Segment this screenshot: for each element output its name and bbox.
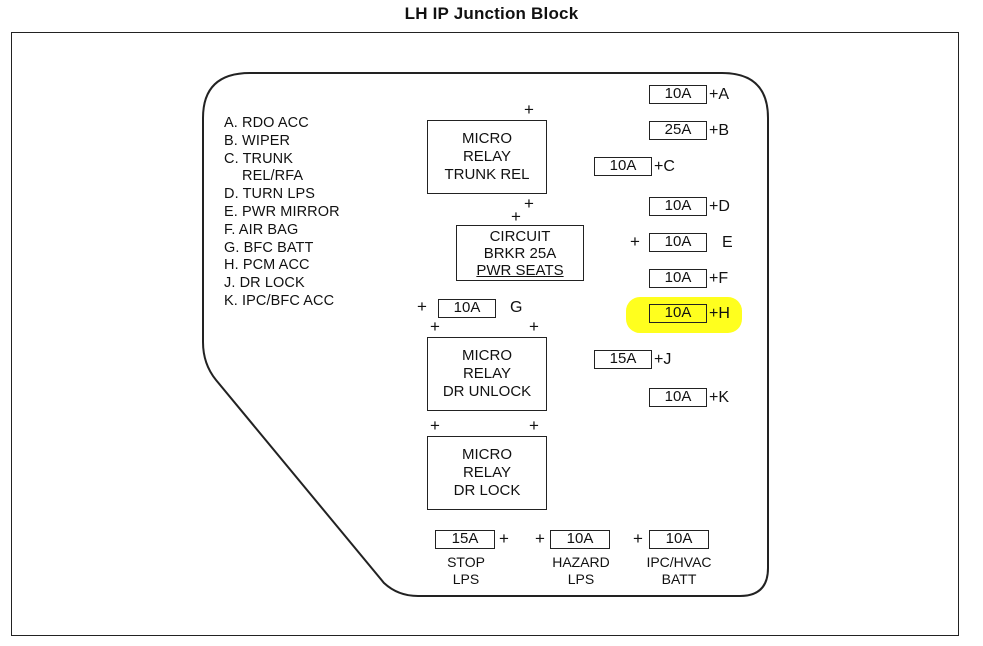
caption-line: LPS <box>452 571 480 587</box>
relay-label-line: MICRO <box>462 130 512 147</box>
fuse-f: 10A <box>649 269 707 288</box>
diagram-title: LH IP Junction Block <box>404 4 579 23</box>
fuse-h-label: +H <box>709 305 730 322</box>
legend-item: C. TRUNK <box>224 150 294 167</box>
fuse-j-label: +J <box>654 351 672 368</box>
breaker-label-line: PWR SEATS <box>476 261 564 279</box>
legend-item: B. WIPER <box>224 132 291 149</box>
fuse-d: 10A <box>649 197 707 216</box>
legend-item: REL/RFA <box>242 168 304 185</box>
fuse-f-label: +F <box>709 270 729 287</box>
polarity-mark: + <box>529 317 539 336</box>
polarity-mark: + <box>430 416 440 435</box>
breaker-label-line: BRKR 25A <box>483 244 557 262</box>
relay-label-line: DR UNLOCK <box>442 383 532 400</box>
polarity-mark: + <box>499 529 509 548</box>
fuse-c: 10A <box>594 157 652 176</box>
stop-lps-caption: STOP LPS <box>430 554 502 588</box>
caption-line: BATT <box>661 571 697 587</box>
relay-label-line: DR LOCK <box>453 482 521 499</box>
legend-item: A. RDO ACC <box>224 115 309 131</box>
relay-label-line: RELAY <box>462 464 512 481</box>
caption-line: IPC/HVAC <box>646 554 712 570</box>
fuse-e: 10A <box>649 233 707 252</box>
fuse-h: 10A <box>649 304 707 323</box>
relay-label-line: MICRO <box>462 347 512 364</box>
fuse-g-label: G <box>510 299 523 316</box>
hazard-lps-caption: HAZARD LPS <box>540 554 622 588</box>
micro-relay-dr-unlock: MICRO RELAY DR UNLOCK <box>427 337 547 411</box>
legend-item: F. AIR BAG <box>224 221 299 238</box>
fuse-b: 25A <box>649 121 707 140</box>
fuse-stop-lps: 15A <box>435 530 495 549</box>
micro-relay-trunk-rel: MICRO RELAY TRUNK REL <box>427 120 547 194</box>
circuit-legend: A. RDO ACC B. WIPER C. TRUNK REL/RFA D. … <box>224 115 340 311</box>
polarity-mark: + <box>630 232 640 251</box>
polarity-mark: + <box>524 100 534 119</box>
relay-label-line: MICRO <box>462 446 512 463</box>
caption-line: STOP <box>447 554 485 570</box>
caption-line: HAZARD <box>552 554 610 570</box>
polarity-mark: + <box>529 416 539 435</box>
polarity-mark: + <box>430 317 440 336</box>
polarity-mark: + <box>417 297 427 316</box>
legend-item: G. BFC BATT <box>224 239 314 256</box>
legend-item: D. TURN LPS <box>224 186 316 203</box>
fuse-k-label: +K <box>709 389 730 406</box>
legend-item: J. DR LOCK <box>224 275 305 292</box>
polarity-mark: + <box>535 529 545 548</box>
legend-item: E. PWR MIRROR <box>224 203 340 220</box>
polarity-mark: + <box>524 194 534 213</box>
fuse-e-label: E <box>722 234 733 251</box>
fuse-b-label: +B <box>709 122 730 139</box>
polarity-mark: + <box>511 207 521 226</box>
relay-label-line: RELAY <box>462 148 512 165</box>
diagram-frame <box>11 32 959 636</box>
fuse-hazard-lps: 10A <box>550 530 610 549</box>
fuse-a: 10A <box>649 85 707 104</box>
caption-line: LPS <box>567 571 595 587</box>
fuse-k: 10A <box>649 388 707 407</box>
fuse-ipc-hvac-batt: 10A <box>649 530 709 549</box>
breaker-label-line: CIRCUIT <box>489 227 551 245</box>
ipc-hvac-batt-caption: IPC/HVAC BATT <box>634 554 724 588</box>
micro-relay-dr-lock: MICRO RELAY DR LOCK <box>427 436 547 510</box>
legend-item: H. PCM ACC <box>224 257 310 274</box>
fuse-a-label: +A <box>709 86 730 103</box>
polarity-mark: + <box>633 529 643 548</box>
fuse-g: 10A <box>438 299 496 318</box>
fuse-c-label: +C <box>654 158 675 175</box>
circuit-breaker-pwr-seats: CIRCUIT BRKR 25A PWR SEATS <box>456 225 584 281</box>
legend-item: K. IPC/BFC ACC <box>224 292 335 309</box>
fuse-j: 15A <box>594 350 652 369</box>
relay-label-line: RELAY <box>462 365 512 382</box>
relay-label-line: TRUNK REL <box>444 166 530 183</box>
fuse-d-label: +D <box>709 198 730 215</box>
